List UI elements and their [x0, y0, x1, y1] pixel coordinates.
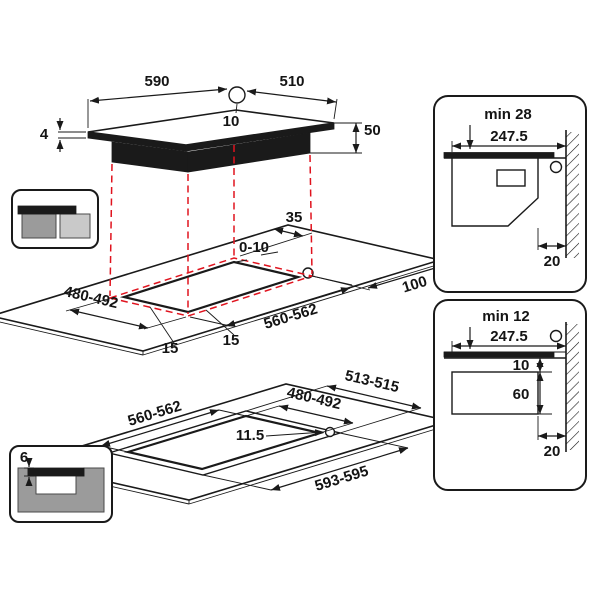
profile-box-overlap	[11, 189, 99, 249]
detail-panel-flush: min 12 247.5 10 60 20	[433, 299, 587, 491]
hob-isometric	[87, 109, 335, 173]
dim-label-hob-width: 590	[144, 73, 169, 90]
glass-profile	[17, 205, 77, 215]
dim-label-under-glass-gap: 10	[513, 357, 530, 374]
dim-label-overhang-left: 15	[162, 340, 179, 357]
label-min-clearance-overlap: min 28	[484, 106, 532, 123]
glass-section-flush	[443, 351, 555, 358]
dim-label-wall-gap-overlap: 20	[544, 253, 561, 270]
dim-line-593-595	[270, 447, 409, 491]
dim-line-480-492-flush	[278, 404, 354, 425]
detail-panel-overlap: min 28 247.5 20	[433, 95, 587, 293]
hob-dimensions: 590 510 10 4 50	[40, 73, 381, 154]
dim-label-overhang-right: 15	[223, 332, 240, 349]
dim-line-510	[246, 88, 337, 105]
dim-label-hob-depth: 510	[279, 73, 304, 90]
flush-glass-profile	[27, 467, 85, 477]
dim-ticks	[24, 467, 34, 477]
wall-hatching	[566, 132, 579, 258]
dim-line-560-562	[225, 287, 351, 327]
dim-label-recess-width: 593-595	[313, 463, 371, 495]
cable-outlet	[549, 160, 563, 174]
dim-label-hole: 10	[223, 113, 240, 130]
dim-label-edge-gap: 0-10	[239, 239, 269, 256]
dim-label-glass-thickness: 4	[40, 126, 49, 143]
dim-line-480-492	[69, 308, 149, 330]
dim-label-ledge: 11.5	[236, 427, 264, 444]
projection-left	[109, 163, 113, 297]
dim-line-35	[273, 227, 304, 238]
wall-hatching	[566, 324, 579, 450]
hole-symbol	[228, 86, 246, 104]
dim-label-glass-6: 6	[20, 449, 28, 466]
label-min-clearance-flush: min 12	[482, 308, 530, 325]
glass-section	[443, 152, 555, 159]
worktop-cutout-opening	[119, 260, 303, 314]
worktop-profile	[59, 213, 91, 239]
dim-line-590	[89, 86, 228, 104]
hob-body-profile	[21, 213, 57, 239]
housing-section-flush	[451, 371, 539, 415]
dim-label-rear-clearance: 35	[286, 209, 303, 226]
dim-line-560-562-flush	[100, 409, 220, 447]
extension-lines	[58, 98, 362, 154]
cable-outlet	[549, 329, 563, 343]
extension-lines	[100, 385, 422, 491]
dim-label-depth-flush: 247.5	[490, 328, 528, 345]
dim-label-housing-height: 60	[513, 386, 530, 403]
projection-right	[309, 154, 313, 275]
profile-box-flush: 6	[9, 445, 113, 523]
dim-label-height: 50	[364, 122, 381, 139]
dim-label-depth-overlap: 247.5	[490, 128, 528, 145]
dim-line-513-515	[326, 384, 422, 410]
dim-label-wall-gap-flush: 20	[544, 443, 561, 460]
dim-label-side-clearance: 100	[400, 273, 429, 297]
junction-box	[496, 169, 526, 187]
